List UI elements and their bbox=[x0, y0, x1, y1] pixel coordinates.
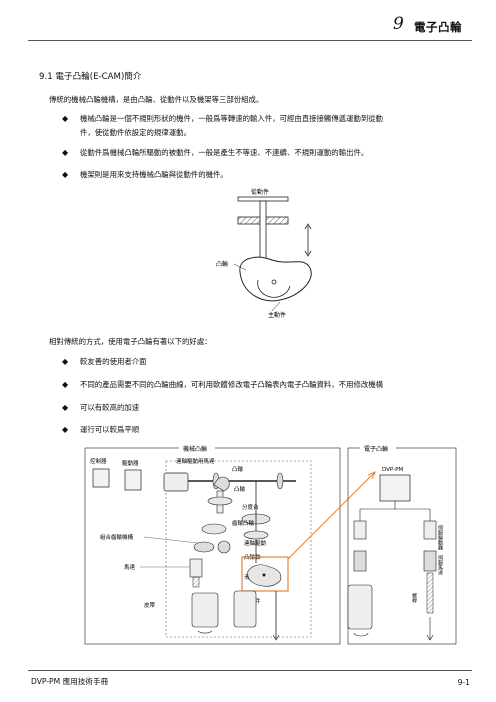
cam-leader-line bbox=[233, 263, 247, 271]
belt-cylinder bbox=[191, 592, 219, 628]
cam-top-label: 凸輪 bbox=[232, 465, 244, 473]
cam-shape bbox=[239, 256, 312, 302]
rotation-arrow-icon bbox=[197, 630, 213, 634]
mechanical-cam-title-box bbox=[179, 443, 215, 453]
multi-gear-label: 組合齒輪機構 bbox=[100, 533, 134, 541]
gear-wheel bbox=[276, 472, 284, 490]
cam-label: 凸輪 bbox=[216, 260, 228, 268]
chapter-title: 電子凸輪 bbox=[414, 20, 462, 34]
bullet-text: 可以有較高的加速 bbox=[80, 403, 140, 412]
motor-body bbox=[189, 558, 203, 578]
cam-system-figure: 機械凸輪 控制器 驅動器 連軸驅動用馬達 凸輪 凸輪 分度台 齒輪凸輪 連軸驅動… bbox=[84, 443, 457, 645]
bullet-mark: ◆ bbox=[62, 357, 69, 366]
servo-motor-label: 伺服馬達 bbox=[437, 554, 443, 576]
controller-box bbox=[92, 468, 110, 488]
bullet-mark: ◆ bbox=[62, 403, 69, 412]
driver-label: 主動件 bbox=[268, 311, 286, 319]
combo-gear bbox=[217, 540, 231, 554]
compare-paragraph: 相對傳統的方式，使用電子凸輪有著以下的好處： bbox=[49, 337, 212, 346]
electronic-cam-frame bbox=[347, 447, 457, 645]
bullet-text: 機械凸輪是一個不規則形狀的機件，一般爲等轉速的輸入件，可經由直接接觸傳遞運動到從… bbox=[80, 114, 384, 123]
screw-label: 螺桿 bbox=[411, 592, 417, 604]
gear-cam-lower bbox=[243, 530, 269, 540]
footer-rule bbox=[28, 670, 472, 671]
arrow-head-icon bbox=[367, 471, 376, 480]
highlight-box bbox=[241, 556, 289, 592]
gear-cam-label: 齒輪凸輪 bbox=[232, 519, 255, 527]
page-number: 9-1 bbox=[457, 678, 470, 687]
main-motor-label: 連軸驅動用馬達 bbox=[176, 457, 215, 465]
servo-motor-box bbox=[423, 550, 437, 572]
belt-label: 皮帶 bbox=[144, 601, 156, 609]
mechanism-dashed-frame bbox=[165, 460, 312, 638]
cam-disk bbox=[207, 496, 233, 506]
footer-title: DVP-PM 應用技術手冊 bbox=[31, 677, 109, 686]
header-rule bbox=[28, 40, 472, 41]
motor-spring bbox=[192, 576, 200, 588]
bullet-text: 從動件爲機械凸輪所驅動的被動件，一般是產生不等速、不連續、不規則運動的輸出件。 bbox=[80, 148, 369, 157]
bullet-mark: ◆ bbox=[62, 114, 69, 123]
cam-label-2: 凸輪 bbox=[234, 485, 246, 493]
highlight-cam-axle bbox=[262, 573, 266, 577]
bullet-text: 運行可以較爲平順 bbox=[80, 425, 140, 434]
dvp-label: DVP-PM bbox=[382, 467, 403, 473]
follower-cylinder bbox=[233, 590, 257, 628]
main-motor bbox=[163, 472, 189, 492]
servo-drive-box bbox=[353, 520, 367, 540]
leader-line bbox=[143, 536, 199, 544]
cam-mechanism-figure: 從動件 凸輪 主動件 bbox=[216, 188, 312, 319]
driver-leader-line bbox=[271, 301, 281, 312]
motor-label: 馬達 bbox=[124, 563, 136, 571]
combo-gear bbox=[193, 541, 215, 553]
section-title: 9.1 電子凸輪(E-CAM)簡介 bbox=[39, 72, 142, 82]
bullet-mark: ◆ bbox=[62, 148, 69, 157]
drive-box bbox=[124, 469, 142, 491]
controller-label: 控制器 bbox=[90, 457, 107, 465]
shaft-drive-label: 連軸驅動 bbox=[244, 539, 267, 547]
bullet-mark: ◆ bbox=[62, 170, 69, 179]
cam-axle bbox=[271, 279, 277, 285]
bullet-text: 不同的產品需要不同的凸輪曲線，可利用軟體修改電子凸輪表內電子凸輪資料，不用修改機… bbox=[80, 380, 384, 389]
gear-cam bbox=[201, 523, 227, 535]
screw-shaft bbox=[426, 572, 434, 614]
follower-rod bbox=[259, 200, 267, 266]
follower-label: 從動件 bbox=[251, 188, 269, 196]
dvp-controller bbox=[379, 474, 411, 502]
intro-paragraph: 傳統的機械凸輪機構，是由凸輪、從動件以及機架等三部份組成。 bbox=[49, 95, 264, 104]
rotation-arrow-icon bbox=[353, 632, 369, 637]
bullet-text: 件，使從動件依設定的規律運動。 bbox=[80, 128, 191, 137]
mechanical-cam-title: 機械凸輪 bbox=[183, 445, 207, 453]
bullet-mark: ◆ bbox=[62, 425, 69, 434]
bullet-text: 機架則是用來支持機械凸輪與從動件的機件。 bbox=[80, 170, 228, 179]
drive-label: 驅動器 bbox=[122, 459, 139, 467]
output-cylinder bbox=[347, 584, 373, 630]
correspondence-arrow bbox=[287, 472, 375, 560]
motion-arrow-icon bbox=[304, 223, 312, 257]
servo-motor-box bbox=[353, 550, 367, 572]
motion-arrow-icon bbox=[272, 634, 280, 641]
motion-arrow-icon bbox=[426, 617, 434, 641]
electronic-cam-title-box bbox=[360, 443, 396, 453]
index-table-label: 分度台 bbox=[242, 503, 259, 511]
servo-drive-box bbox=[423, 520, 437, 540]
follower-top-plate bbox=[237, 196, 289, 202]
electronic-cam-title: 電子凸輪 bbox=[364, 445, 388, 453]
bullet-mark: ◆ bbox=[62, 380, 69, 389]
cam-top-shape bbox=[213, 476, 230, 492]
rotation-arrow-icon bbox=[257, 279, 291, 298]
bullet-text: 較友善的使用者介面 bbox=[80, 357, 147, 366]
servo-drive-label: 伺服驅動器 bbox=[437, 524, 443, 551]
chapter-number: 9 bbox=[393, 14, 404, 34]
